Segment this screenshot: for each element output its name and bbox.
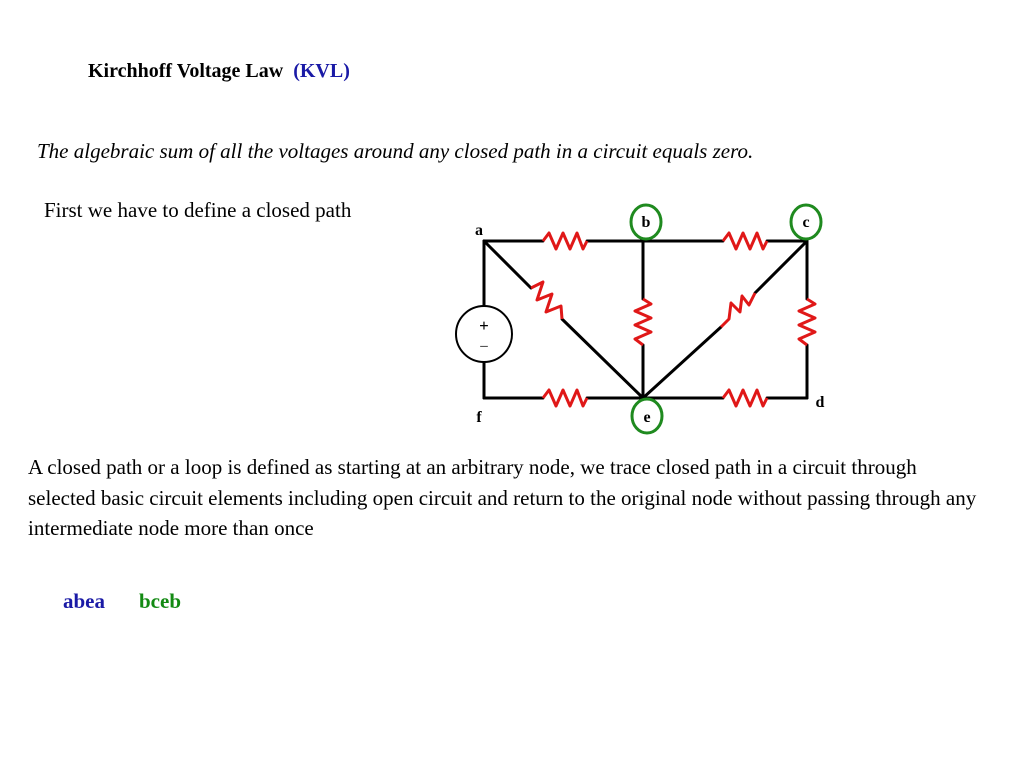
closed-path-explanation: A closed path or a loop is defined as st… [28, 455, 977, 540]
voltage-source-icon: + – [455, 305, 513, 363]
node-labels: a b c d e f [475, 214, 825, 426]
resistor-zigzag-icon [530, 280, 564, 320]
node-label-f: f [476, 409, 482, 426]
resistor-zigzag-icon [721, 388, 769, 408]
wire-r3-e [560, 317, 645, 400]
resistor-zigzag-icon [721, 231, 769, 251]
resistor-zigzag-icon [541, 231, 589, 251]
example-paths: abea bceb [63, 589, 181, 614]
slide-title: Kirchhoff Voltage Law (KVL) [88, 60, 350, 83]
node-e-highlight [630, 397, 664, 435]
node-highlights [629, 203, 823, 435]
resistor-zigzag-icon [541, 388, 589, 408]
wire-c-r8 [753, 239, 809, 295]
path-abea: abea [63, 589, 105, 613]
resistor-zigzag-icon [719, 292, 757, 329]
path-bceb: bceb [139, 589, 181, 613]
node-c-highlight [789, 203, 823, 241]
node-label-e: e [643, 409, 650, 426]
node-label-d: d [816, 394, 825, 411]
closed-path-subheading: First we have to define a closed path [44, 198, 352, 222]
wire-a-r3 [482, 239, 533, 290]
resistor-zigzag-icon [633, 297, 653, 347]
source-plus: + [479, 316, 489, 335]
node-label-a: a [475, 222, 483, 239]
resistors [530, 231, 817, 408]
resistor-zigzag-icon [797, 297, 817, 347]
kvl-definition: The algebraic sum of all the voltages ar… [37, 139, 754, 163]
source-minus: – [479, 338, 488, 354]
title-text: Kirchhoff Voltage Law [88, 60, 284, 82]
wire-r8-e [641, 325, 723, 400]
source-circle [455, 305, 513, 363]
node-label-b: b [642, 214, 651, 231]
node-label-c: c [802, 214, 809, 231]
wires [482, 239, 809, 400]
node-b-highlight [629, 203, 663, 241]
title-accent: (KVL) [293, 60, 350, 82]
